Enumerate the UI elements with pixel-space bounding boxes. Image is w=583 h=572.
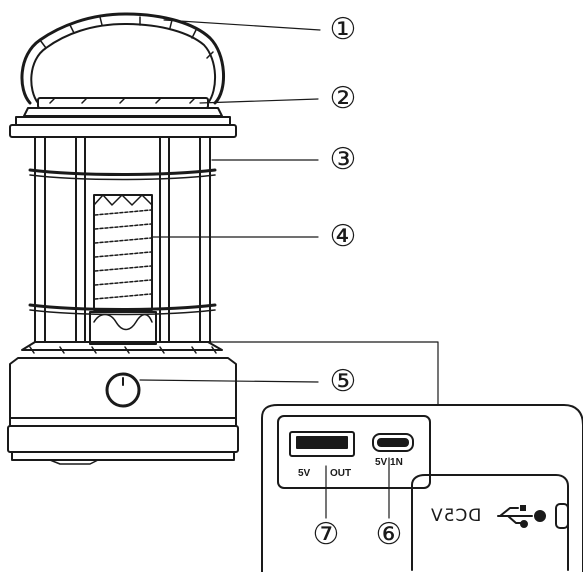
top-cap	[9, 97, 237, 138]
dc5v-label: DC5V	[430, 506, 482, 526]
usb-out-voltage-label: 5V	[298, 468, 311, 479]
callout-type-c-input: ⑥	[375, 517, 403, 552]
handle	[20, 12, 226, 105]
type-c-label: 5V 1N	[375, 457, 403, 468]
callout-handle: ①	[329, 12, 357, 47]
callout-top-cap: ②	[329, 81, 357, 116]
base	[7, 341, 239, 465]
callout-light-tube: ④	[329, 219, 357, 254]
light-tube	[89, 194, 157, 345]
callout-usb-output: ⑦	[312, 517, 340, 552]
usb-out-label: OUT	[330, 468, 352, 479]
port-inset-panel	[261, 404, 583, 572]
callout-power-knob: ⑤	[329, 364, 357, 399]
callout-frame-cage: ③	[329, 142, 357, 177]
